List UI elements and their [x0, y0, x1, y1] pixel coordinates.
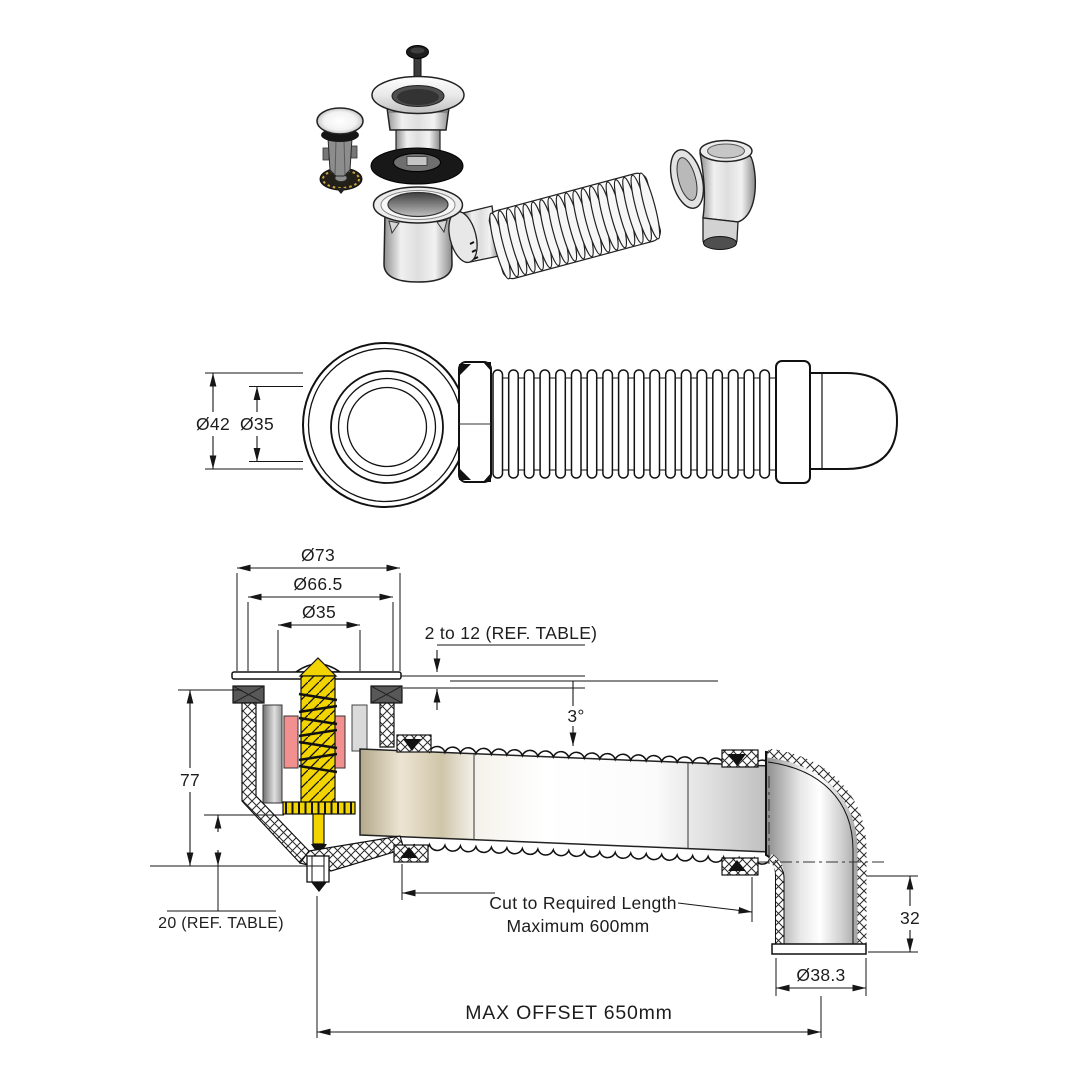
- plug-base-ring: [322, 169, 360, 189]
- plan-dimensions: Ø42 Ø35: [196, 372, 303, 470]
- dim-fall-angle-label: 3°: [567, 706, 584, 726]
- hose-clip-right-bottom: [721, 857, 759, 876]
- dim-hose-outer-label: Ø42: [196, 414, 230, 434]
- flexible-hose-section: [298, 734, 771, 892]
- dim-hose-inner-label: Ø35: [240, 414, 274, 434]
- note-cut-length-line2: Maximum 600mm: [507, 916, 650, 936]
- plan-view: Ø42 Ø35: [196, 342, 899, 508]
- exploded-view: [316, 45, 757, 283]
- elbow-3d: [669, 139, 757, 250]
- waste-body-section: [231, 657, 403, 864]
- dim-throat-label: Ø35: [302, 602, 336, 622]
- dim-outlet-dia-label: Ø38.3: [796, 965, 845, 985]
- hose-clip-right-top: [721, 749, 759, 768]
- inner-pipe: [359, 748, 771, 853]
- dim-outlet-length-label: 32: [900, 908, 920, 928]
- rubber-washer: [370, 147, 464, 185]
- elbow-outlet-face: [771, 943, 867, 955]
- flexible-hose-3d: [485, 171, 664, 281]
- corrugation-top: [413, 745, 771, 768]
- plug-dome: [316, 107, 364, 135]
- dim-panel-gap-label: 2 to 12 (REF. TABLE): [425, 623, 598, 643]
- pop-up-plug: [316, 107, 364, 194]
- waste-body-3d: [372, 186, 500, 283]
- hose-clip-left-top: [396, 734, 432, 753]
- note-cut-length-line1: Cut to Required Length: [489, 893, 677, 913]
- elbow-wall-outer: [767, 748, 867, 946]
- corrugation-bottom: [413, 842, 771, 865]
- dim-tail-depth-label: 20 (REF. TABLE): [158, 915, 284, 932]
- hose-end-connector-plan: [775, 360, 899, 484]
- section-view: Ø73 Ø66.5 Ø35 2 to 12 (REF. TABLE) 3° 77: [150, 545, 920, 1038]
- section-dimensions: Ø73 Ø66.5 Ø35 2 to 12 (REF. TABLE) 3° 77: [150, 545, 920, 1038]
- hose-collar-plan: [458, 361, 492, 483]
- dim-max-offset-label: MAX OFFSET 650mm: [465, 1002, 672, 1024]
- body-wall-right: [379, 702, 395, 748]
- plug-stem: [327, 137, 353, 177]
- dim-flange-label: Ø73: [301, 545, 335, 565]
- hose-clip-left-bottom: [393, 844, 429, 863]
- flexible-hose-plan: [492, 369, 777, 479]
- dim-overall-height-label: 77: [180, 770, 200, 790]
- clicker-mechanism: [262, 657, 368, 856]
- seal-left: [283, 715, 299, 769]
- dim-body-label: Ø66.5: [293, 574, 342, 594]
- elbow-wall-inner: [767, 853, 784, 946]
- spring-coil: [298, 692, 338, 774]
- elbow-section: [757, 748, 886, 955]
- waste-outlet-spout: [306, 855, 330, 892]
